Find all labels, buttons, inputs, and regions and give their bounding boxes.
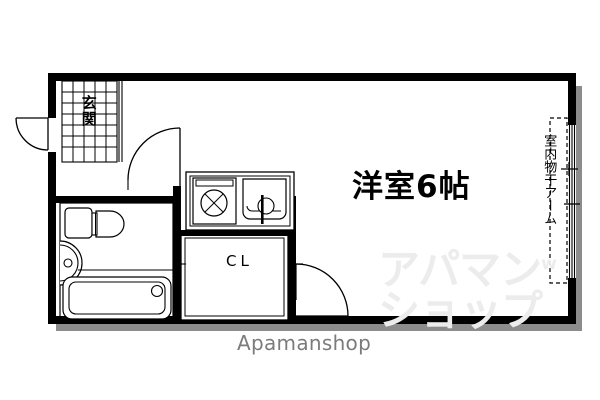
watermark-superscript: w bbox=[541, 254, 557, 274]
brand-text: Apamanshop bbox=[237, 331, 372, 355]
closet-label: CL bbox=[226, 252, 253, 270]
plan-shadow bbox=[56, 86, 582, 331]
toilet-fixture-icon bbox=[64, 207, 125, 239]
watermark-line-1: アパマン bbox=[378, 245, 542, 294]
main-room-label: 洋室6帖 bbox=[352, 169, 471, 205]
outer-walls bbox=[48, 73, 576, 324]
bathtub-fixture-icon bbox=[62, 276, 172, 320]
closet-door-icon bbox=[295, 263, 349, 317]
closet-outline bbox=[175, 230, 294, 321]
gas-stove-icon bbox=[192, 177, 237, 225]
entrance-label: 玄関 bbox=[79, 95, 98, 127]
kitchen-sink-icon bbox=[242, 178, 287, 224]
entrance-tile-floor bbox=[61, 80, 123, 163]
apamanshop-watermark: アパマンw ショップ bbox=[378, 249, 588, 354]
laundry-arm-marker bbox=[549, 117, 580, 284]
window-right-wall bbox=[568, 125, 576, 278]
washbasin-fixture-icon bbox=[59, 240, 173, 286]
entrance-door-icon bbox=[15, 117, 49, 151]
watermark-line-2: ショップ bbox=[378, 286, 543, 336]
laundry-arm-label: 室内物干アーム bbox=[541, 134, 557, 225]
bath-door-icon bbox=[127, 127, 181, 190]
